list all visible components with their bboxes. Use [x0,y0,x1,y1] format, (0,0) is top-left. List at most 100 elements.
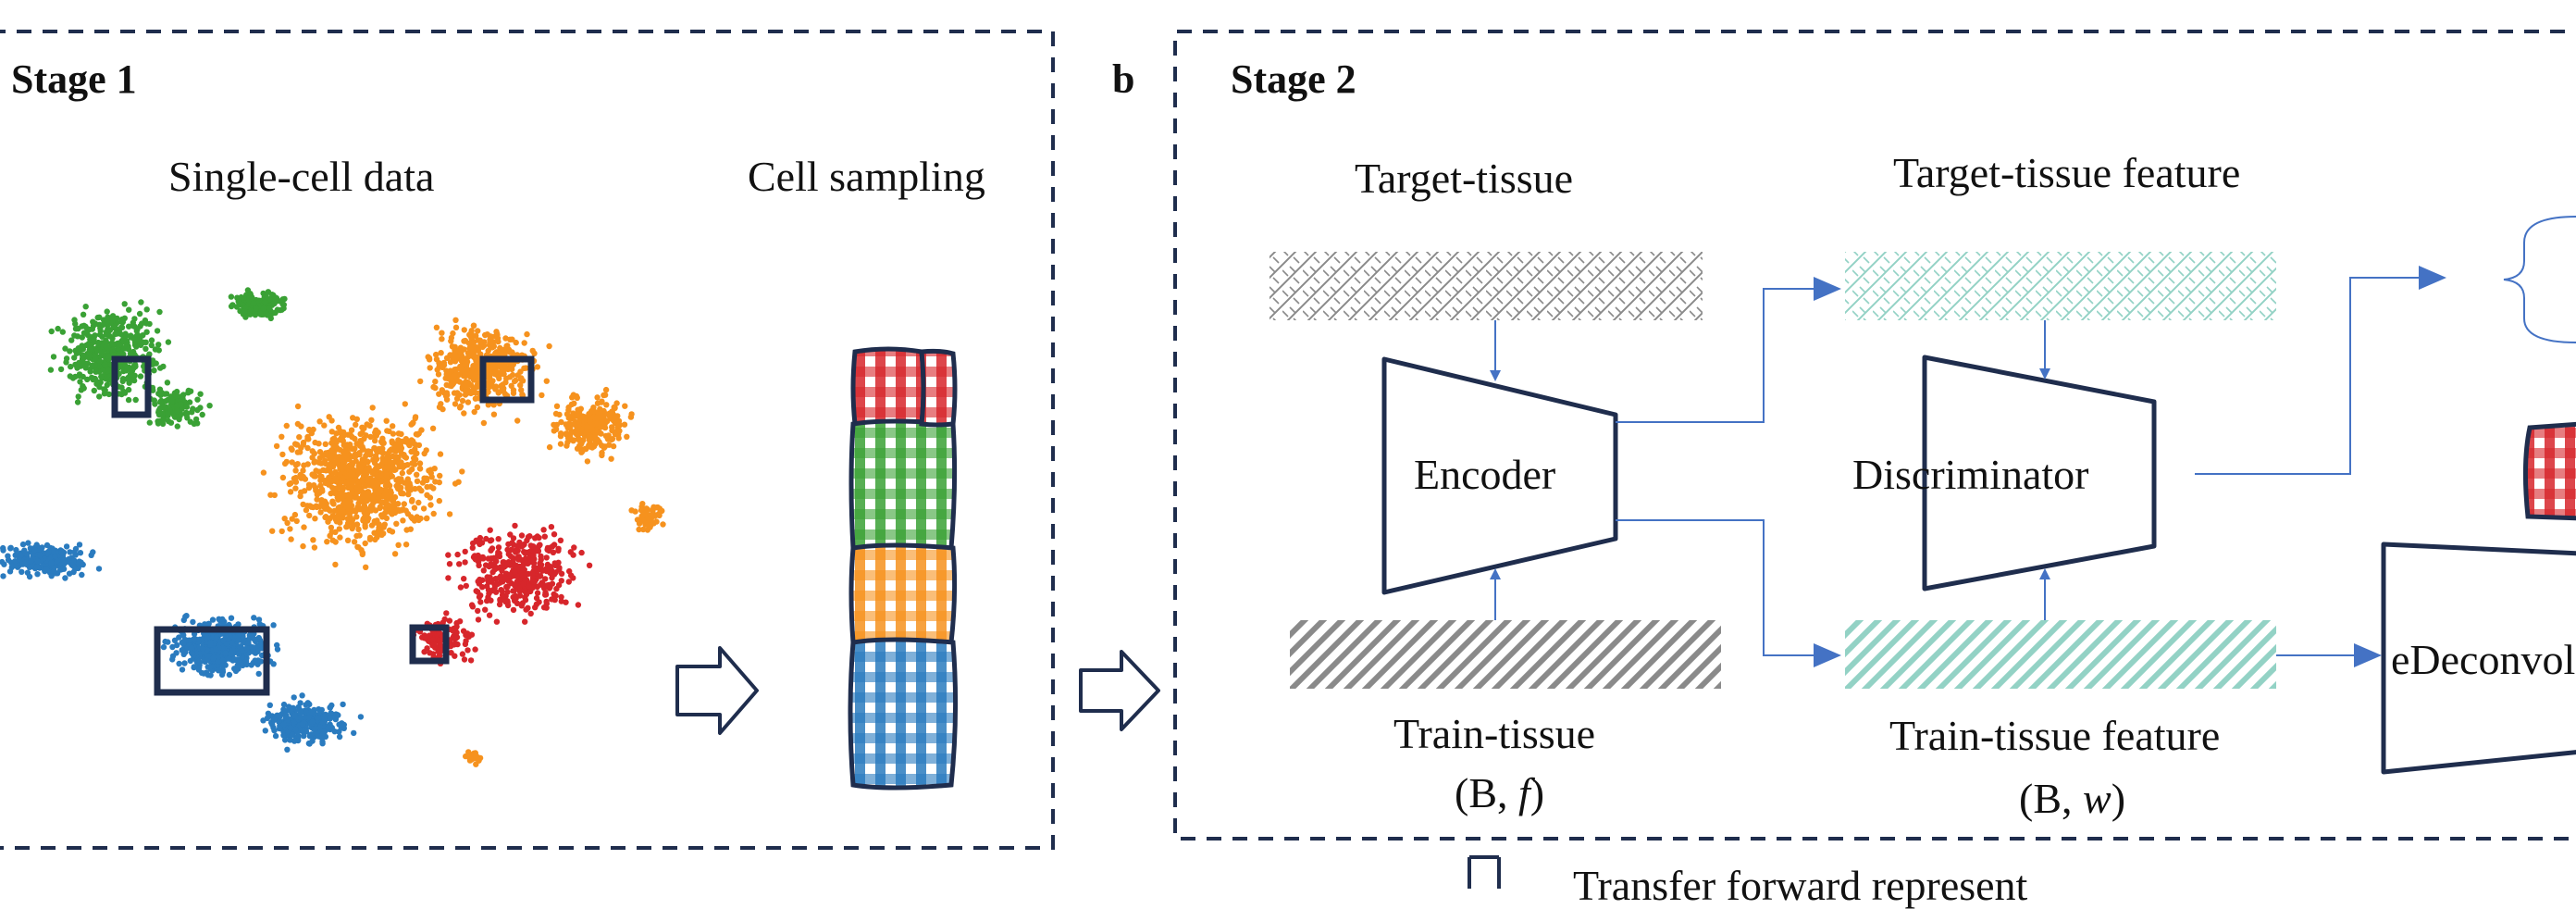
cell-point [509,366,515,373]
cell-point [402,401,408,407]
cell-point [331,435,338,442]
cell-point [67,549,73,555]
cell-point [155,342,162,348]
cell-point [331,460,339,467]
cell-point [291,712,298,719]
cell-point [471,354,478,360]
cell-point [200,645,206,653]
cell-point [65,558,71,565]
cell-point [130,319,136,326]
cell-point [252,657,258,664]
cell-point [320,504,327,510]
cell-point [19,568,25,575]
cell-point [477,351,484,357]
cell-point [517,368,524,375]
cell-point [438,350,444,356]
cell-point [128,332,134,339]
cell-point [584,458,591,465]
cell-point [464,630,471,637]
cell-point [137,373,144,380]
train-tissue-bar [1290,620,1721,689]
cell-point [125,396,132,404]
cell-point [469,756,476,763]
cell-point [576,419,582,426]
cell-point [294,403,302,410]
cell-point [197,405,204,411]
cell-point [132,396,139,404]
sample-block-orange [848,542,958,648]
cell-point [204,672,212,679]
cell-point [660,521,666,528]
cell-point [372,437,378,444]
cell-point [213,634,220,641]
cell-point [332,539,339,545]
cell-point [499,567,505,574]
cell-point [644,506,650,513]
cell-point [536,534,542,542]
cell-point [489,344,496,351]
cell-point [218,671,226,679]
cell-point [529,347,536,355]
cell-point [408,448,415,455]
cell-point [495,362,502,368]
cell-point [94,314,101,321]
cell-point [527,610,534,617]
cell-point [329,498,336,504]
cell-point [80,311,87,318]
cell-point [304,461,311,467]
cell-point [303,506,310,514]
cell-point [361,425,367,431]
cell-point [437,637,443,643]
cell-point [411,504,418,511]
cell-point [79,334,86,341]
cell-point [574,445,581,452]
cell-point [365,517,371,524]
cell-point [235,651,242,657]
cell-point [174,641,180,649]
train-feature-bar [1845,620,2276,689]
cell-point [603,402,610,408]
cell-point [317,473,324,479]
cell-point [353,521,361,528]
cell-point [68,363,74,370]
cell-point [89,362,96,368]
cell-point [440,619,446,626]
cell-point [569,394,576,401]
arrow-discriminator-out [2195,266,2446,475]
cell-point [534,567,540,574]
cell-point [347,493,353,501]
cell-point [257,658,264,665]
cell-point [148,337,155,343]
cell-point [616,422,623,429]
cell-point [34,571,41,578]
cell-point [90,549,96,555]
cell-point [537,542,543,548]
cell-point [420,505,427,512]
cell-point [281,460,289,467]
cell-point [165,639,171,645]
edeconvol-label: eDeconvol [2391,636,2576,683]
cell-point [432,379,439,385]
cell-point [372,536,378,543]
cell-point [456,405,464,411]
cell-point [369,492,377,499]
cell-point [468,602,476,608]
cell-point [552,569,559,576]
cell-point [357,714,365,720]
cell-point [610,442,617,450]
cell-point [48,573,55,579]
cell-point [288,445,294,452]
cell-point [328,440,335,446]
cell-point [68,337,75,343]
cell-point [138,299,144,305]
cell-point [33,564,41,570]
cell-point [118,384,125,391]
cell-point [367,433,374,441]
cell-point [269,528,276,534]
cell-point [353,416,360,422]
cell-point [468,631,476,638]
cell-point [309,471,316,479]
cell-point [316,454,323,461]
cell-point [318,735,326,741]
cell-point [429,637,437,643]
